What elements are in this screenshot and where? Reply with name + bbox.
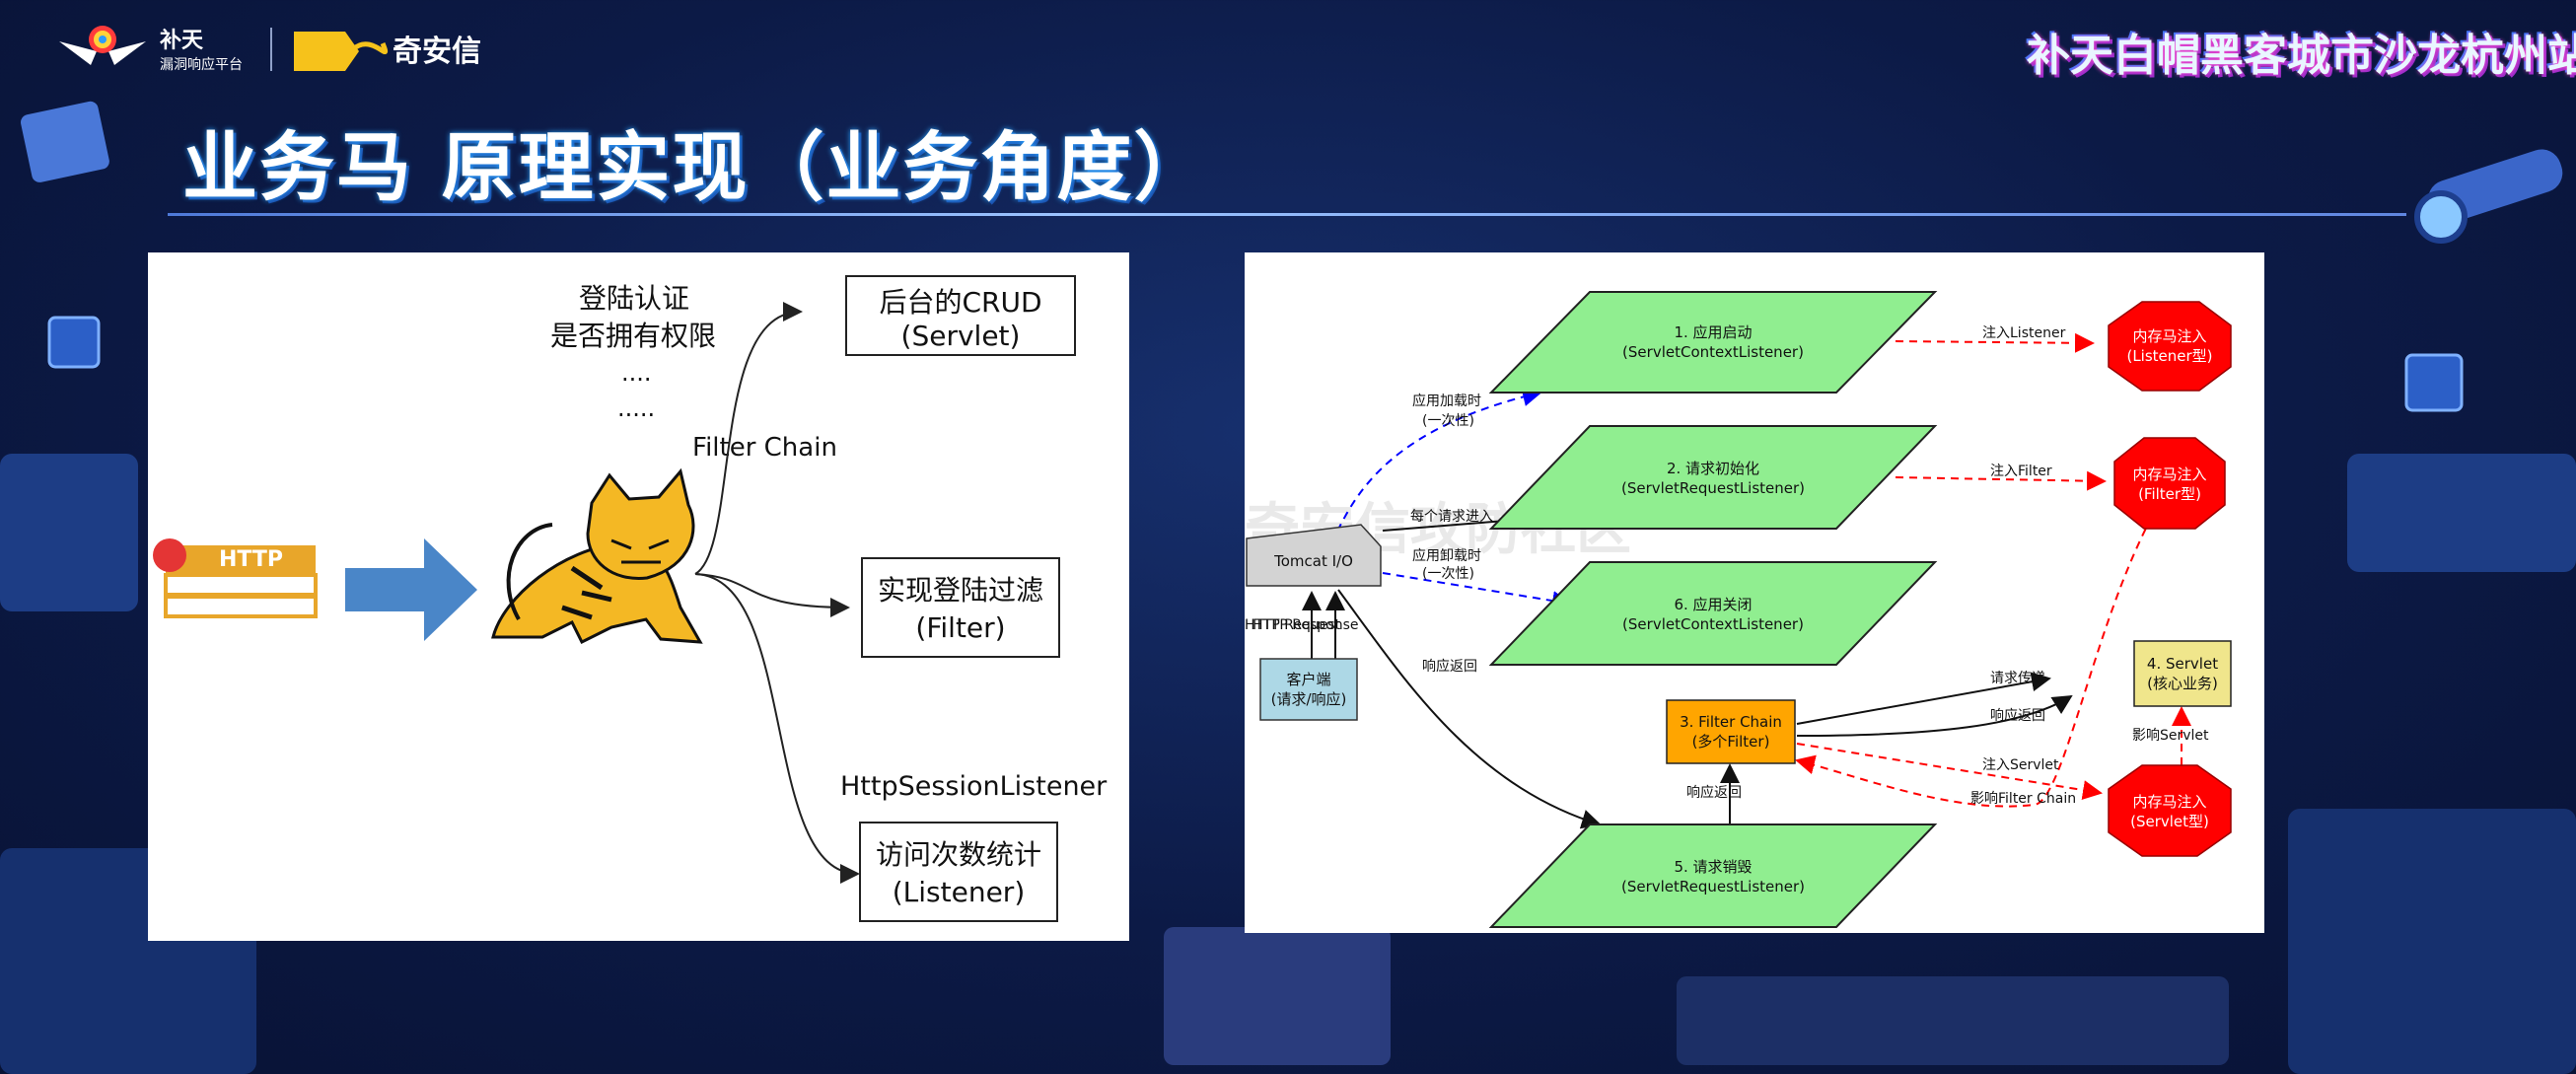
http-label: HTTP — [219, 547, 283, 572]
node5-line1: 5. 请求销毁 — [1674, 858, 1752, 876]
brand-logo-bar: 补天 漏洞响应平台 奇安信 — [59, 26, 481, 73]
inject-listener-node: 内存马注入 (Listener型) — [2108, 301, 2232, 392]
qianxin-mascot-icon — [294, 32, 389, 71]
edge-app-load-label-2: (一次性) — [1422, 413, 1474, 429]
edge-response-return-left — [1337, 589, 1602, 829]
inject-filter-line2: (Filter型) — [2138, 485, 2201, 503]
node6-line2: (ServletContextListener) — [1622, 615, 1804, 633]
filter-box: 实现登陆过滤 (Filter) — [861, 557, 1060, 658]
http-request-label: HTTP Request — [1245, 617, 1341, 633]
edge-inject-servlet-label: 注入Servlet — [1982, 757, 2059, 773]
slide-title: 业务马 原理实现（业务角度） — [182, 123, 1211, 211]
edge-response-return-mid — [1796, 694, 2073, 737]
node-filter-chain: 3. Filter Chain (多个Filter) — [1666, 699, 1796, 764]
crud-box: 后台的CRUD (Servlet) — [845, 275, 1076, 356]
edge-affect-filter-chain — [1795, 516, 2153, 808]
inject-filter-line1: 内存马注入 — [2132, 465, 2206, 483]
edge-affect-filter-chain-label: 影响Filter Chain — [1970, 791, 2076, 807]
edge-inject-filter-label: 注入Filter — [1990, 464, 2052, 479]
node-request-destroy: 5. 请求销毁 (ServletRequestListener) — [1488, 823, 1938, 928]
node2-line1: 2. 请求初始化 — [1667, 460, 1759, 477]
event-title: 补天白帽黑客城市沙龙杭州站 — [2027, 31, 2576, 81]
auth-text-line1: 登陆认证 — [579, 282, 689, 315]
servlet-lifecycle-diagram: 奇安信攻防社区 应用加载时 (一次性) 每个请求进入 应用卸载时 (一次性) 响… — [1245, 291, 2232, 928]
node-app-start: 1. 应用启动 (ServletContextListener) — [1488, 291, 1938, 394]
floppy-icon — [21, 101, 109, 182]
arrow-to-listener — [694, 573, 860, 884]
node1-line1: 1. 应用启动 — [1674, 323, 1752, 341]
edge-inject-listener-label: 注入Listener — [1982, 325, 2066, 341]
node4-line1: 4. Servlet — [2147, 655, 2218, 673]
edge-request-pass — [1796, 672, 2051, 725]
tomcat-io-node: Tomcat I/O — [1246, 524, 1382, 587]
chip-icon — [47, 316, 2464, 412]
slide-header: 补天 漏洞响应平台 奇安信 补天白帽黑客城市沙龙杭州站 — [0, 0, 2576, 89]
edge-response-return-bottom-label: 响应返回 — [1686, 784, 1742, 801]
edge-app-unload-label-2: (一次性) — [1422, 566, 1474, 582]
title-underline — [168, 213, 2406, 216]
node3-line1: 3. Filter Chain — [1680, 713, 1782, 731]
dots-2: ..... — [617, 394, 655, 422]
filter-box-line2: (Filter) — [915, 611, 1005, 644]
edge-inject-filter — [1895, 470, 2107, 491]
edge-each-request-label: 每个请求进入 — [1410, 509, 1493, 525]
http-response-label: HTTP Response — [1252, 617, 1359, 633]
keyboard-decor — [0, 454, 2576, 1074]
edge-app-load-label-1: 应用加载时 — [1412, 393, 1481, 409]
left-diagram-panel: HTTP 登陆认证 是否拥有权限 .... ..... Filter Chain… — [148, 252, 1129, 941]
arrow-to-filter — [694, 573, 850, 617]
node-request-init: 2. 请求初始化 (ServletRequestListener) — [1488, 425, 1938, 530]
telescope-icon — [2414, 149, 2563, 244]
client-line1: 客户端 — [1286, 671, 1330, 688]
node-app-shutdown: 6. 应用关闭 (ServletContextListener) — [1488, 561, 1938, 666]
crud-box-line2: (Servlet) — [901, 320, 1021, 352]
inject-filter-node: 内存马注入 (Filter型) — [2113, 437, 2226, 530]
node5-line2: (ServletRequestListener) — [1621, 878, 1805, 895]
http-session-listener-label: HttpSessionListener — [840, 771, 1108, 802]
dots-1: .... — [621, 359, 652, 387]
http-request-icon: HTTP — [153, 538, 318, 618]
inject-listener-line1: 内存马注入 — [2132, 327, 2206, 345]
listener-box-line1: 访问次数统计 — [876, 838, 1041, 871]
edge-inject-servlet — [1796, 743, 2103, 800]
client-line2: (请求/响应) — [1271, 690, 1347, 708]
tomcat-cat-icon — [491, 467, 703, 645]
brand-sub: 漏洞响应平台 — [160, 56, 243, 73]
listener-box-line2: (Listener) — [893, 876, 1026, 908]
arrow-to-crud — [694, 302, 803, 575]
tomcat-business-diagram: HTTP 登陆认证 是否拥有权限 .... ..... Filter Chain… — [153, 275, 1108, 922]
inject-servlet-line1: 内存马注入 — [2132, 793, 2206, 811]
node3-line2: (多个Filter) — [1692, 733, 1770, 751]
logo-divider — [270, 28, 272, 71]
inject-servlet-line2: (Servlet型) — [2130, 813, 2209, 830]
node4-line2: (核心业务) — [2147, 675, 2218, 692]
edge-app-unload-label-1: 应用卸载时 — [1412, 547, 1481, 564]
edge-response-return-left-label: 响应返回 — [1422, 658, 1477, 675]
node6-line1: 6. 应用关闭 — [1674, 596, 1752, 613]
butian-wing-icon — [59, 26, 146, 65]
edge-request-pass-label: 请求传递 — [1990, 671, 2045, 686]
node1-line2: (ServletContextListener) — [1622, 343, 1804, 361]
edge-response-return-mid-label: 响应返回 — [1990, 707, 2045, 724]
right-diagram-panel: 奇安信攻防社区 应用加载时 (一次性) 每个请求进入 应用卸载时 (一次性) 响… — [1245, 252, 2264, 933]
edge-affect-servlet-label: 影响Servlet — [2132, 728, 2209, 744]
filter-box-line1: 实现登陆过滤 — [878, 574, 1043, 607]
edge-app-load — [1330, 387, 1542, 544]
request-flow-arrow — [345, 538, 477, 641]
partner-name: 奇安信 — [393, 35, 481, 69]
crud-box-line1: 后台的CRUD — [879, 286, 1041, 319]
brand-name: 补天 — [159, 29, 204, 53]
inject-servlet-node: 内存马注入 (Servlet型) — [2108, 764, 2232, 857]
tomcat-io-label: Tomcat I/O — [1273, 552, 1353, 570]
filter-chain-label: Filter Chain — [692, 433, 837, 463]
client-node: 客户端 (请求/响应) — [1259, 658, 1358, 721]
node-servlet: 4. Servlet (核心业务) — [2133, 640, 2232, 707]
inject-listener-line2: (Listener型) — [2126, 347, 2212, 365]
edge-inject-listener — [1895, 332, 2095, 353]
node2-line2: (ServletRequestListener) — [1621, 479, 1805, 497]
edge-app-unload — [1382, 572, 1572, 610]
listener-box: 访问次数统计 (Listener) — [859, 822, 1058, 922]
auth-text-line2: 是否拥有权限 — [550, 320, 716, 352]
